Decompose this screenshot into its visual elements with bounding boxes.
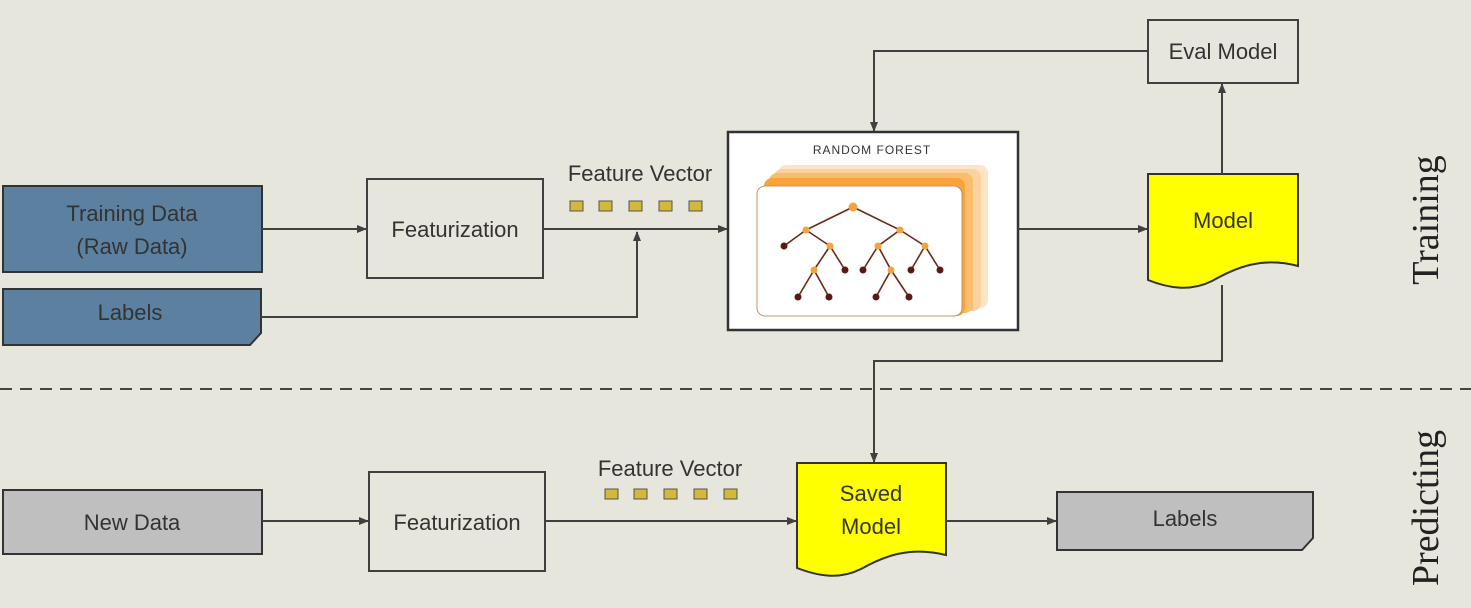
feature-square (598, 200, 613, 212)
random-forest-box: RANDOM FOREST (726, 130, 1020, 332)
model-document: Model (1147, 173, 1299, 289)
feature-vector-label-training: Feature Vector (568, 161, 712, 186)
new-data-label: New Data (84, 510, 181, 535)
feature-square (658, 200, 673, 212)
labels-output-label: Labels (1153, 506, 1218, 531)
feature-square (688, 200, 703, 212)
arrow-model-to-saved-model (870, 285, 1223, 463)
featurization-box-predicting: Featurization (368, 471, 546, 572)
feature-square (663, 488, 678, 500)
new-data-box: New Data (2, 489, 263, 555)
feature-square (693, 488, 708, 500)
model-label: Model (1193, 208, 1253, 233)
arrow-eval-to-random-forest (870, 50, 1148, 132)
feature-vector-label-predicting: Feature Vector (598, 456, 742, 481)
featurization-label-predicting: Featurization (393, 510, 520, 535)
labels-input-label: Labels (98, 300, 163, 325)
saved-model-label-line1: Saved (840, 481, 902, 506)
saved-model-document: Saved Model (796, 462, 947, 577)
section-label-training: Training (1405, 155, 1447, 285)
section-label-predicting: Predicting (1405, 430, 1447, 586)
feature-square (633, 488, 648, 500)
eval-model-label: Eval Model (1169, 39, 1278, 64)
saved-model-label-line2: Model (841, 514, 901, 539)
feature-square (604, 488, 619, 500)
feature-square (628, 200, 643, 212)
arrow-labels-to-feature-line (261, 231, 641, 318)
featurization-box-training: Featurization (366, 178, 544, 279)
training-data-label-line1: Training Data (66, 201, 198, 226)
random-forest-illustration (756, 165, 988, 317)
labels-input-box: Labels (2, 288, 262, 346)
feature-square (569, 200, 584, 212)
training-data-box: Training Data (Raw Data) (2, 185, 263, 273)
eval-model-box: Eval Model (1147, 19, 1299, 84)
feature-vector-squares-training (569, 200, 703, 212)
labels-output-box: Labels (1056, 491, 1314, 551)
feature-square (723, 488, 738, 500)
featurization-label-training: Featurization (391, 217, 518, 242)
training-data-label-line2: (Raw Data) (76, 234, 187, 259)
random-forest-title: RANDOM FOREST (813, 143, 931, 157)
feature-vector-squares-predicting (604, 488, 738, 500)
